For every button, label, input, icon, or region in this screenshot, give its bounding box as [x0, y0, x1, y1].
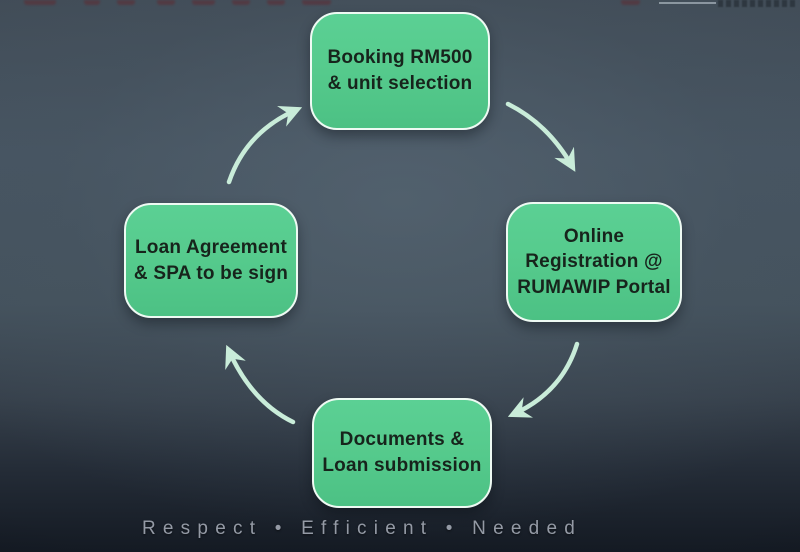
footer-motto: Respect • Efficient • Needed [141, 518, 583, 539]
cycle-node-agreement: Loan Agreement & SPA to be sign [124, 203, 298, 318]
arrow-top-to-right-icon [505, 101, 576, 172]
logo-caption-fragment [718, 0, 798, 7]
cycle-node-documents: Documents & Loan submission [312, 398, 492, 508]
logo-border-line [659, 2, 716, 4]
cycle-node-booking: Booking RM500 & unit selection [310, 12, 490, 130]
arrow-right-to-bottom-icon [507, 341, 580, 418]
cycle-node-registration: Online Registration @ RUMAWIP Portal [506, 202, 682, 322]
arrow-bottom-to-left-icon [225, 344, 296, 425]
arrow-left-to-top-icon [226, 106, 303, 185]
